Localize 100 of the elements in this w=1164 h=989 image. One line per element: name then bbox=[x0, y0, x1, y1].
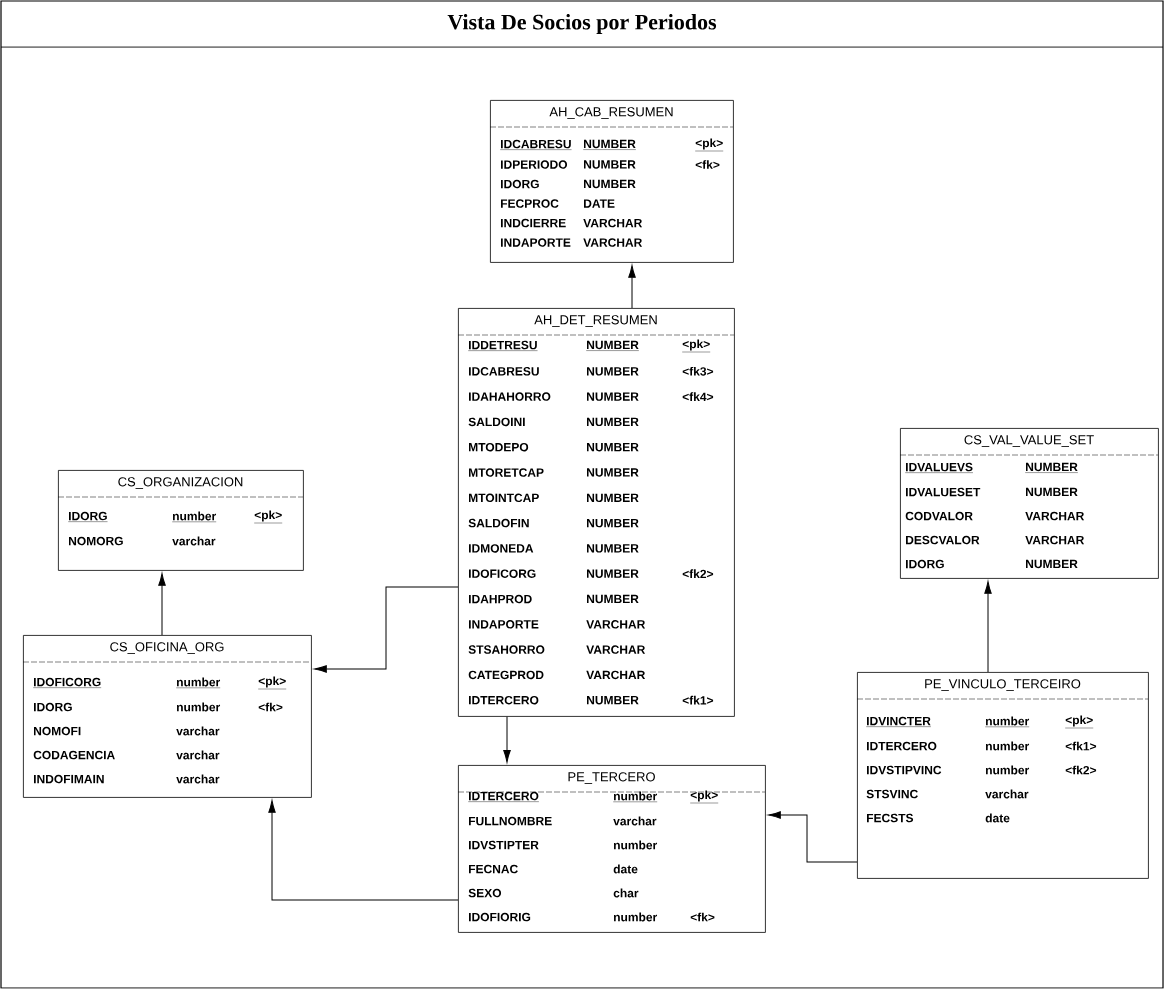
table-name: PE_VINCULO_TERCEIRO bbox=[925, 679, 1081, 691]
data-type: NUMBER bbox=[1025, 462, 1079, 473]
entity-table bbox=[489, 100, 734, 263]
arrow bbox=[628, 265, 636, 309]
column-name: STSAHORRO bbox=[468, 645, 545, 654]
column-name: CODAGENCIA bbox=[33, 750, 115, 760]
key-marker: <fk> bbox=[690, 912, 715, 922]
data-type: NUMBER bbox=[1026, 559, 1078, 569]
data-type: NUMBER bbox=[587, 443, 639, 452]
column-name: IDTERCERO bbox=[469, 695, 539, 705]
data-type: date bbox=[613, 864, 638, 874]
data-type: varchar bbox=[613, 816, 657, 826]
data-type: VARCHAR bbox=[583, 218, 643, 228]
column-name: IDORG bbox=[501, 179, 539, 189]
column-name: FECSTS bbox=[867, 813, 914, 823]
key-marker: <fk2> bbox=[1065, 765, 1097, 775]
column-name: INDAPORTE bbox=[469, 620, 539, 629]
key-marker: <fk4> bbox=[682, 392, 714, 401]
entity-table bbox=[57, 470, 304, 571]
data-type: NUMBER bbox=[587, 417, 639, 427]
arrow bbox=[768, 811, 858, 863]
data-type: DATE bbox=[584, 199, 615, 208]
data-type: VARCHAR bbox=[583, 238, 643, 247]
arrow bbox=[158, 573, 166, 636]
column-name: INDAPORTE bbox=[501, 238, 571, 247]
entity-table bbox=[899, 428, 1159, 579]
data-type: number bbox=[986, 741, 1030, 751]
data-type: NUMBER bbox=[587, 569, 639, 578]
data-type: number bbox=[614, 840, 658, 850]
column-name: IDOFICORG bbox=[33, 677, 102, 688]
column-name: IDTERCERO bbox=[468, 791, 540, 802]
data-type: NUMBER bbox=[583, 139, 637, 150]
column-name: FECNAC bbox=[469, 864, 518, 874]
column-name: FULLNOMBRE bbox=[469, 816, 552, 826]
data-type: date bbox=[985, 813, 1010, 823]
column-name: IDCABRESU bbox=[469, 367, 539, 376]
column-name: IDVSTIPVINC bbox=[867, 765, 942, 775]
table-name: AH_DET_RESUMEN bbox=[534, 315, 657, 327]
column-name: IDVSTIPTER bbox=[469, 840, 539, 850]
data-type: number bbox=[177, 702, 221, 712]
data-type: NUMBER bbox=[1026, 487, 1078, 497]
data-type: VARCHAR bbox=[1025, 535, 1085, 545]
data-type: number bbox=[985, 716, 1030, 728]
column-name: CODVALOR bbox=[905, 511, 973, 521]
column-name: IDORG bbox=[34, 702, 72, 712]
column-name: SALDOFIN bbox=[468, 518, 529, 528]
data-type: varchar bbox=[985, 789, 1029, 799]
data-type: NUMBER bbox=[584, 179, 636, 189]
data-type: VARCHAR bbox=[586, 670, 646, 680]
entity-table bbox=[22, 635, 312, 798]
table-name: CS_ORGANIZACION bbox=[118, 477, 243, 489]
column-name: NOMOFI bbox=[34, 726, 81, 736]
data-type: number bbox=[176, 677, 221, 689]
data-type: number bbox=[614, 912, 658, 922]
arrow bbox=[314, 586, 459, 673]
column-name: IDCABRESU bbox=[500, 139, 572, 150]
diagram-title: Vista De Socios por Periodos bbox=[447, 14, 717, 34]
column-name: FECPROC bbox=[501, 199, 559, 208]
key-marker: <fk1> bbox=[682, 695, 714, 705]
data-type: NUMBER bbox=[587, 696, 639, 705]
column-name: MTOINTCAP bbox=[469, 493, 539, 503]
column-name: IDAHPROD bbox=[469, 594, 532, 604]
column-name: STSVINC bbox=[866, 789, 918, 799]
data-type: NUMBER bbox=[587, 493, 639, 502]
data-type: varchar bbox=[176, 726, 220, 736]
entity-table bbox=[856, 672, 1149, 879]
key-marker: <fk1> bbox=[1065, 741, 1097, 751]
column-name: INDOFIMAIN bbox=[34, 774, 104, 784]
column-name: IDMONEDA bbox=[469, 544, 534, 553]
data-type: NUMBER bbox=[587, 392, 639, 401]
data-type: VARCHAR bbox=[1025, 511, 1085, 521]
column-name: IDORG bbox=[906, 559, 944, 569]
column-name: IDVALUEVS bbox=[905, 462, 974, 473]
column-name: IDDETRESU bbox=[468, 340, 538, 351]
column-name: IDOFICORG bbox=[469, 569, 536, 578]
column-name: IDPERIODO bbox=[501, 160, 568, 169]
data-type: NUMBER bbox=[587, 544, 639, 553]
key-marker: <fk> bbox=[695, 160, 720, 169]
table-name: CS_VAL_VALUE_SET bbox=[964, 435, 1094, 447]
column-name: INDCIERRE bbox=[501, 218, 566, 228]
column-name: SALDOINI bbox=[468, 417, 525, 427]
arrow bbox=[268, 800, 459, 901]
column-name: IDAHAHORRO bbox=[469, 392, 551, 401]
data-type: number bbox=[613, 791, 658, 803]
key-marker: <fk3> bbox=[682, 366, 714, 376]
data-type: varchar bbox=[172, 536, 216, 546]
column-name: IDTERCERO bbox=[867, 741, 937, 751]
key-marker: <fk2> bbox=[682, 569, 714, 579]
data-type: NUMBER bbox=[584, 160, 636, 169]
column-name: CATEGPROD bbox=[468, 670, 544, 680]
column-name: IDORG bbox=[68, 511, 108, 522]
data-type: VARCHAR bbox=[586, 620, 646, 629]
column-name: MTODEPO bbox=[469, 442, 529, 452]
data-type: number bbox=[172, 511, 217, 522]
arrow bbox=[503, 716, 511, 763]
table-name: AH_CAB_RESUMEN bbox=[549, 107, 673, 119]
table-name: CS_OFICINA_ORG bbox=[110, 642, 224, 654]
data-type: NUMBER bbox=[587, 518, 639, 528]
data-type: NUMBER bbox=[586, 340, 640, 351]
data-type: varchar bbox=[176, 750, 220, 760]
